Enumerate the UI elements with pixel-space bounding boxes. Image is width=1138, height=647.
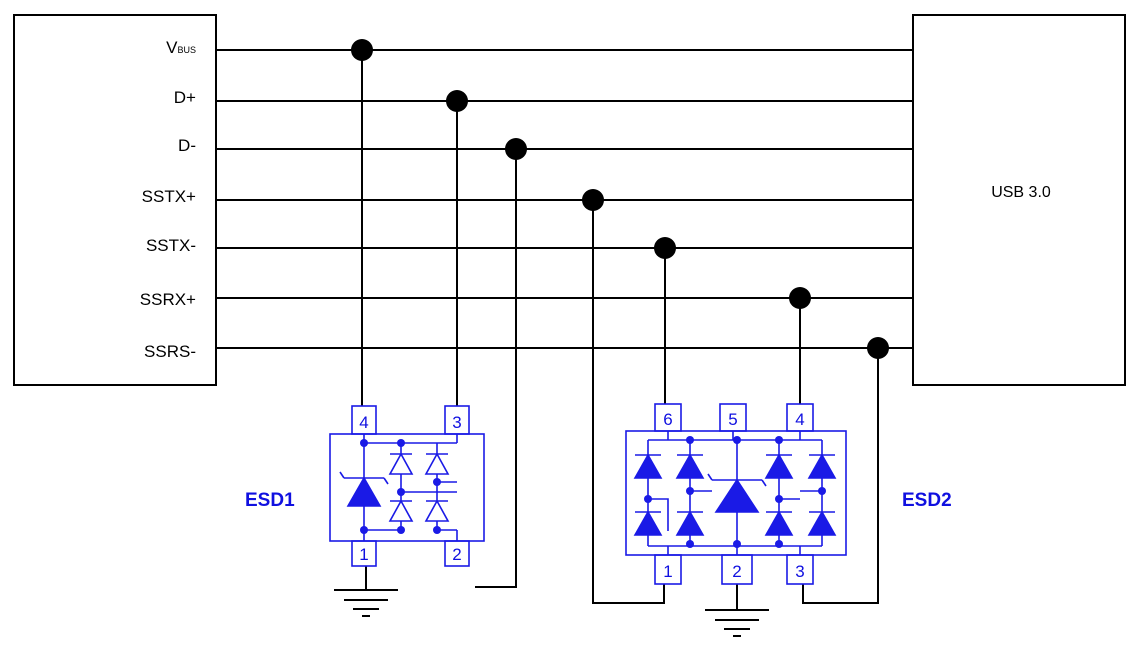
signal-label-dplus: D+	[174, 88, 196, 107]
esd2-pin-6: 6	[663, 410, 672, 429]
signal-label-sstx-minus: SSTX-	[146, 236, 196, 255]
tap-wires	[361, 50, 879, 610]
esd2-pin-2: 2	[732, 562, 741, 581]
esd2-pin-3: 3	[795, 562, 804, 581]
esd1-pin-3: 3	[452, 413, 461, 432]
diode-icon	[633, 453, 837, 536]
signal-label-dminus: D-	[178, 136, 196, 155]
esd1-device: 4 3 1 2	[329, 405, 485, 567]
esd2-device: 6 5 4 1 2 3	[625, 403, 847, 585]
esd1-pin-1: 1	[359, 545, 368, 564]
signal-label-vbus: VBUS	[166, 38, 196, 57]
esd2-label: ESD2	[902, 490, 952, 511]
signal-label-ssrx-plus: SSRX+	[140, 290, 196, 309]
signal-label-ssrs-minus: SSRS-	[144, 342, 196, 361]
tvs-diode-icon	[707, 473, 767, 513]
esd2-pin-1: 1	[663, 562, 672, 581]
esd1-pin-2: 2	[452, 545, 461, 564]
tvs-diode-icon	[339, 471, 389, 507]
ground-symbol-icon	[705, 609, 769, 637]
esd2-pin-5: 5	[728, 410, 737, 429]
ground-symbol-icon	[334, 589, 398, 617]
esd2-pin-4: 4	[795, 410, 804, 429]
signal-label-sstx-plus: SSTX+	[142, 187, 196, 206]
esd1-label: ESD1	[245, 490, 295, 511]
usb-connector-label: USB 3.0	[991, 184, 1051, 201]
esd1-pin-4: 4	[359, 413, 368, 432]
diode-icon	[388, 452, 450, 522]
